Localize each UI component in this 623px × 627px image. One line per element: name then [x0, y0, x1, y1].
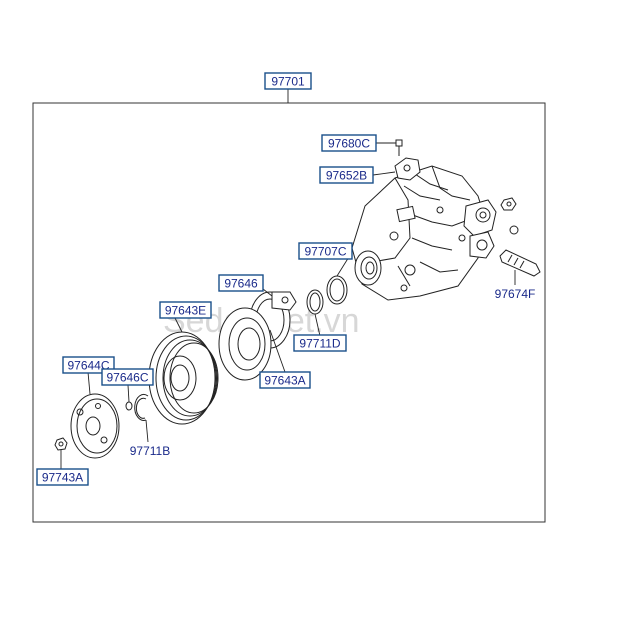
label-bolt-top: 97680C [328, 137, 370, 151]
label-pulley-bearing: 97643A [264, 374, 305, 388]
label-nut: 97743A [42, 471, 83, 485]
compressor-body [351, 165, 497, 301]
snap-ring-b-part [134, 393, 149, 421]
leader-lines [60, 88, 516, 470]
callout-nut: 97743A [36, 468, 89, 486]
label-snap-ring-b: 97711B [130, 444, 170, 458]
label-sensor: 97674F [495, 287, 536, 301]
label-bracket: 97652B [326, 169, 367, 183]
label-snap-ring-d: 97711D [299, 337, 340, 351]
callout-sensor: 97674F [495, 287, 536, 301]
bolt-top-part [395, 139, 403, 156]
pulley-part [148, 331, 219, 425]
side-nut-part [500, 197, 517, 211]
diagram-frame [32, 102, 546, 523]
callout-valve: 97707C [298, 242, 353, 260]
label-shim: 97646C [106, 371, 148, 385]
label-coil: 97646 [224, 277, 258, 291]
bracket-part [394, 157, 421, 181]
callout-hub: 97644C [62, 356, 115, 374]
callout-assembly: 97701 [264, 72, 312, 90]
label-pulley: 97643E [165, 304, 206, 318]
pulley-bearing-part [218, 307, 272, 381]
label-assembly: 97701 [271, 75, 305, 89]
callout-snap-ring-b: 97711B [130, 444, 170, 458]
callout-snap-ring-d: 97711D [293, 334, 347, 352]
sensor-part [499, 225, 541, 277]
callout-shim: 97646C [101, 368, 154, 386]
callout-coil: 97646 [218, 274, 264, 292]
callout-pulley: 97643E [159, 301, 212, 319]
shim-part [125, 401, 133, 411]
nut-part [54, 437, 68, 451]
callout-bolt-top: 97680C [321, 134, 377, 152]
label-hub: 97644C [67, 359, 109, 373]
hub-part [70, 393, 120, 459]
label-valve: 97707C [304, 245, 346, 259]
callout-bracket: 97652B [319, 166, 374, 184]
callout-pulley-bearing: 97643A [259, 371, 311, 389]
